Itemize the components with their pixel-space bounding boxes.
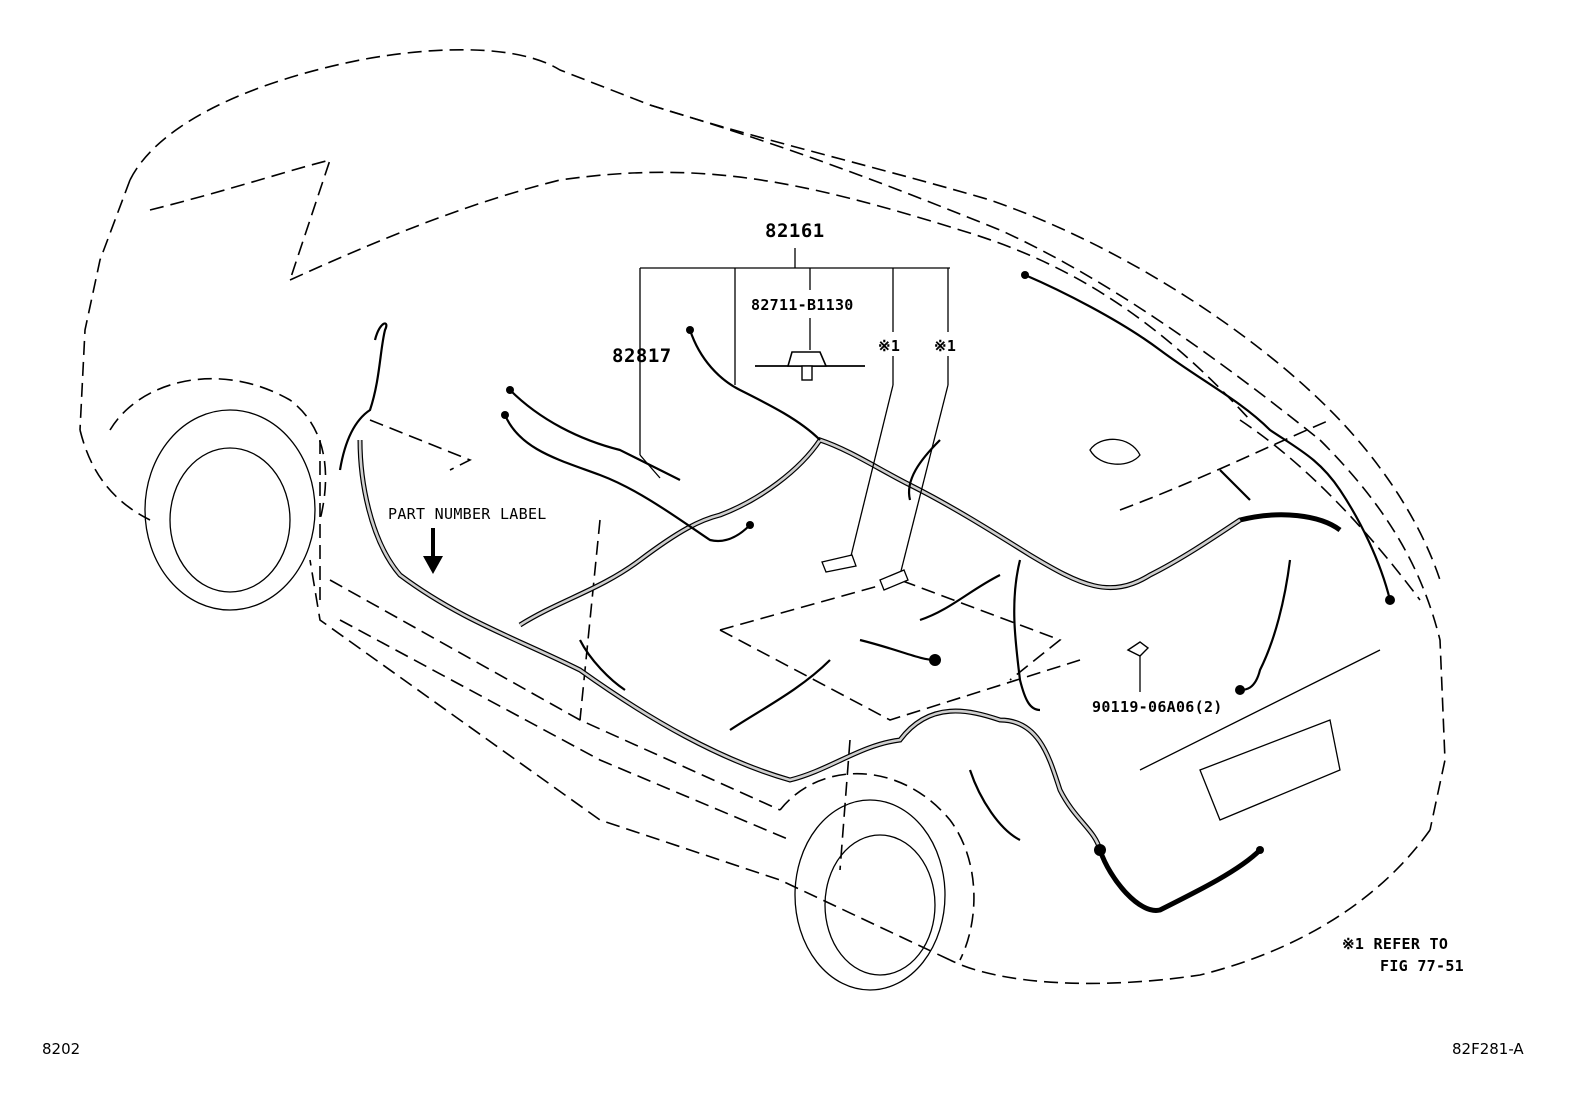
- clip-stem: [801, 365, 813, 381]
- rear-branch-f: [729, 659, 831, 731]
- connector: [1094, 844, 1106, 856]
- label-90119-06a06: 90119-06A06(2): [1092, 698, 1223, 716]
- rear-branch-g: [1219, 469, 1251, 501]
- floor-front: [719, 579, 1062, 681]
- side-sill-lower: [339, 619, 791, 841]
- connector: [1385, 595, 1395, 605]
- connector: [686, 326, 694, 334]
- rear-lamp-line: [1139, 649, 1381, 771]
- bolt-icon: [1126, 641, 1150, 657]
- side-sill-mid: [329, 579, 781, 811]
- dome-bump: [1089, 438, 1141, 465]
- rear-bumper: [949, 829, 1431, 985]
- part-number-label-text: PART NUMBER LABEL: [388, 505, 547, 523]
- leader-ref-b-diag: [899, 384, 949, 576]
- leader-82817-end: [639, 454, 661, 479]
- windshield-line: [149, 158, 332, 281]
- floor-rear: [719, 629, 1081, 721]
- seat-harness-lower: [503, 414, 751, 543]
- label-82711-b1130: 82711-B1130: [751, 296, 854, 314]
- ref-mark-a: ※1: [878, 337, 901, 355]
- main-harness-left-core: [358, 439, 1102, 851]
- clip-body: [786, 351, 828, 367]
- cargo-floor: [1119, 419, 1331, 511]
- bottom-sill: [309, 559, 951, 961]
- rear-wheel-inner: [824, 834, 936, 976]
- label-82817: 82817: [612, 345, 672, 367]
- front-wheel-arch: [109, 378, 327, 521]
- front-wheel-outer: [144, 409, 316, 611]
- floor-harness: [518, 437, 1342, 628]
- ref-b-part-marker: [879, 569, 909, 591]
- connector: [1235, 685, 1245, 695]
- rear-branch-d: [1239, 559, 1292, 692]
- hood-line: [79, 429, 151, 521]
- seat-harness-82817: [509, 389, 681, 481]
- label-82161: 82161: [765, 220, 825, 242]
- rear-branch-h: [968, 769, 1021, 841]
- figure-code: 82F281-A: [1452, 1040, 1524, 1058]
- label-arrow-head: [423, 556, 443, 574]
- connector: [1256, 846, 1264, 854]
- rear-branch-e: [859, 638, 936, 662]
- front-seat-pigtail: [579, 639, 626, 691]
- connector: [1021, 271, 1029, 279]
- leader-ref-a-diag: [849, 384, 894, 561]
- roof-outline: [129, 49, 1441, 581]
- refer-note-line1: ※1 REFER TO: [1342, 935, 1449, 953]
- front-wheel-inner: [169, 447, 291, 593]
- rear-wheel-outer: [794, 799, 946, 991]
- upper-branch: [688, 329, 821, 441]
- connector: [929, 654, 941, 666]
- roof-side-harness: [1024, 273, 1392, 601]
- rear-hatch: [1319, 439, 1446, 831]
- floor-harness-core: [519, 438, 1241, 627]
- roof-rail-right: [649, 104, 1321, 441]
- roof-rail-left: [289, 171, 1251, 421]
- interior-a: [369, 419, 472, 471]
- rear-branch-c: [919, 574, 1001, 622]
- a-pillar-harness: [338, 322, 388, 471]
- ref-a-part-marker: [821, 554, 857, 573]
- connector: [506, 386, 514, 394]
- connector: [746, 521, 754, 529]
- license-plate-recess: [1199, 719, 1341, 821]
- refer-note-line2: FIG 77-51: [1380, 957, 1464, 975]
- rear-wheel-arch: [779, 772, 975, 961]
- connector: [501, 411, 509, 419]
- b-pillar: [579, 519, 601, 721]
- roof-front-edge: [79, 179, 131, 431]
- rear-branch-a: [1013, 559, 1041, 712]
- rear-quarter: [1239, 419, 1421, 601]
- rear-branch-b: [907, 439, 941, 501]
- page-code: 8202: [42, 1040, 81, 1058]
- ref-mark-b: ※1: [934, 337, 957, 355]
